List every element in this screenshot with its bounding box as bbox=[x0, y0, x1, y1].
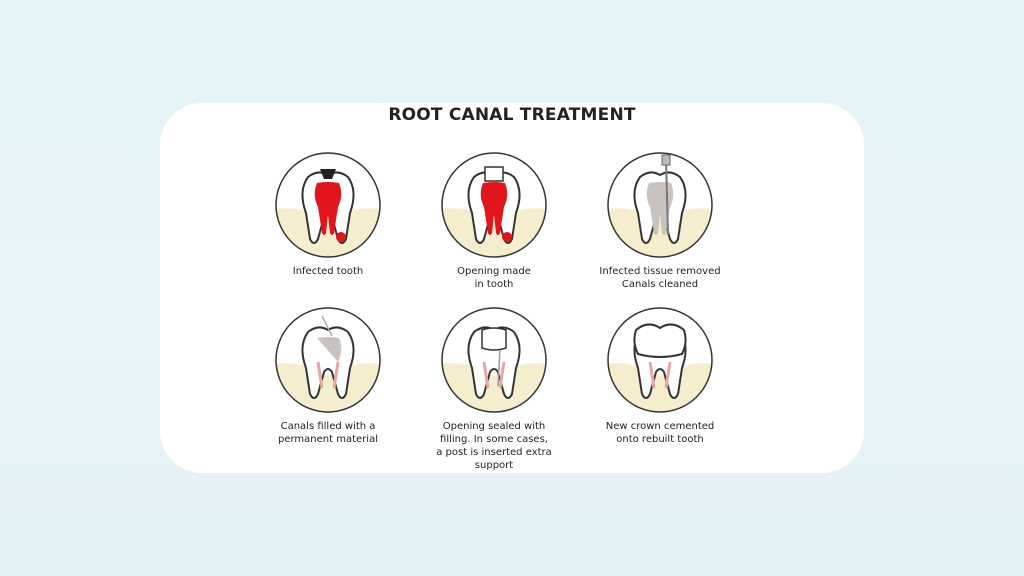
cleaned-canal-icon bbox=[607, 152, 713, 258]
crowned-tooth-icon bbox=[607, 307, 713, 413]
step-caption: Infected tissue removed Canals cleaned bbox=[599, 266, 721, 290]
step-canals-filled: Canals filled with a permanent material bbox=[228, 306, 428, 446]
step-opening-made: Opening made in tooth bbox=[394, 151, 594, 291]
step-caption: Canals filled with a permanent material bbox=[278, 421, 378, 445]
sealed-tooth-icon bbox=[441, 307, 547, 413]
step-caption: New crown cemented onto rebuilt tooth bbox=[605, 421, 715, 445]
filled-canal-icon bbox=[275, 307, 381, 413]
step-opening-sealed: Opening sealed with filling. In some cas… bbox=[394, 306, 594, 472]
step-caption: Opening made in tooth bbox=[457, 266, 531, 290]
step-caption: Infected tooth bbox=[292, 266, 364, 277]
diagram-title: ROOT CANAL TREATMENT bbox=[388, 105, 636, 125]
infected-tooth-icon bbox=[275, 152, 381, 258]
step-caption: Opening sealed with filling. In some cas… bbox=[436, 421, 552, 471]
step-infected-tooth: Infected tooth bbox=[228, 151, 428, 278]
step-new-crown: New crown cemented onto rebuilt tooth bbox=[560, 306, 760, 446]
step-tissue-removed: Infected tissue removed Canals cleaned bbox=[560, 151, 760, 291]
opened-tooth-icon bbox=[441, 152, 547, 258]
